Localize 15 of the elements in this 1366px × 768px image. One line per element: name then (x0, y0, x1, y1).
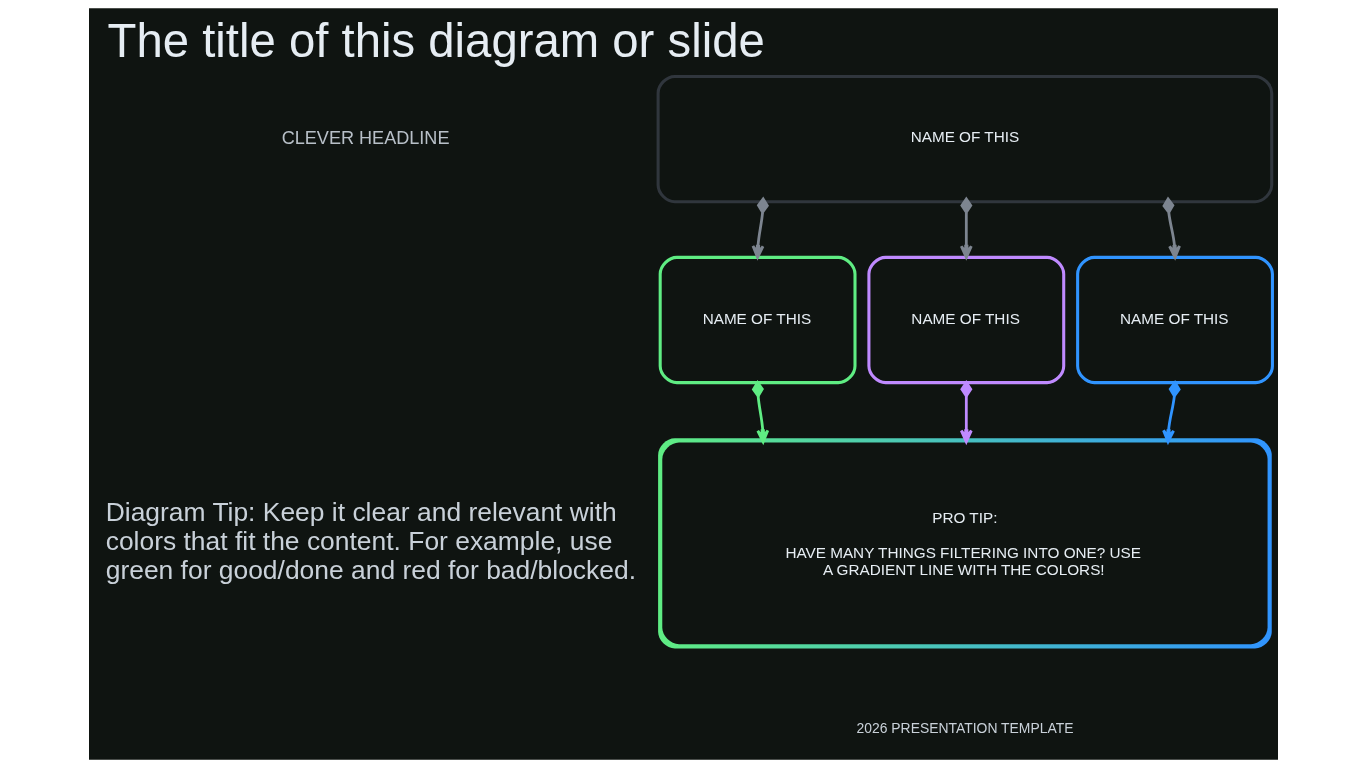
node-box: NAME OF THIS (656, 74, 1273, 204)
arrow (1161, 380, 1181, 444)
node-box: NAME OF THIS (1075, 255, 1274, 385)
arrow (1161, 196, 1181, 259)
node-box: NAME OF THIS (866, 255, 1065, 385)
node-box: PRO TIP: HAVE MANY THINGS FILTERING INTO ONE? USE A GRADIENT LINE WITH THE COLORS! (657, 438, 1272, 649)
arrow (959, 196, 973, 259)
arrow (959, 380, 973, 444)
label: Diagram Tip: Keep it clear and relevant with colors that fit the content. For example, use green for good/done and red for bad/blocked. (105, 496, 636, 586)
label: 2026 PRESENTATION TEMPLATE (856, 719, 1073, 736)
node-box: NAME OF THIS (658, 255, 857, 385)
label: CLEVER HEADLINE (281, 127, 449, 148)
arrow (751, 380, 769, 444)
diagram-title: The title of this diagram or slide (107, 14, 765, 68)
arrow (751, 196, 769, 259)
